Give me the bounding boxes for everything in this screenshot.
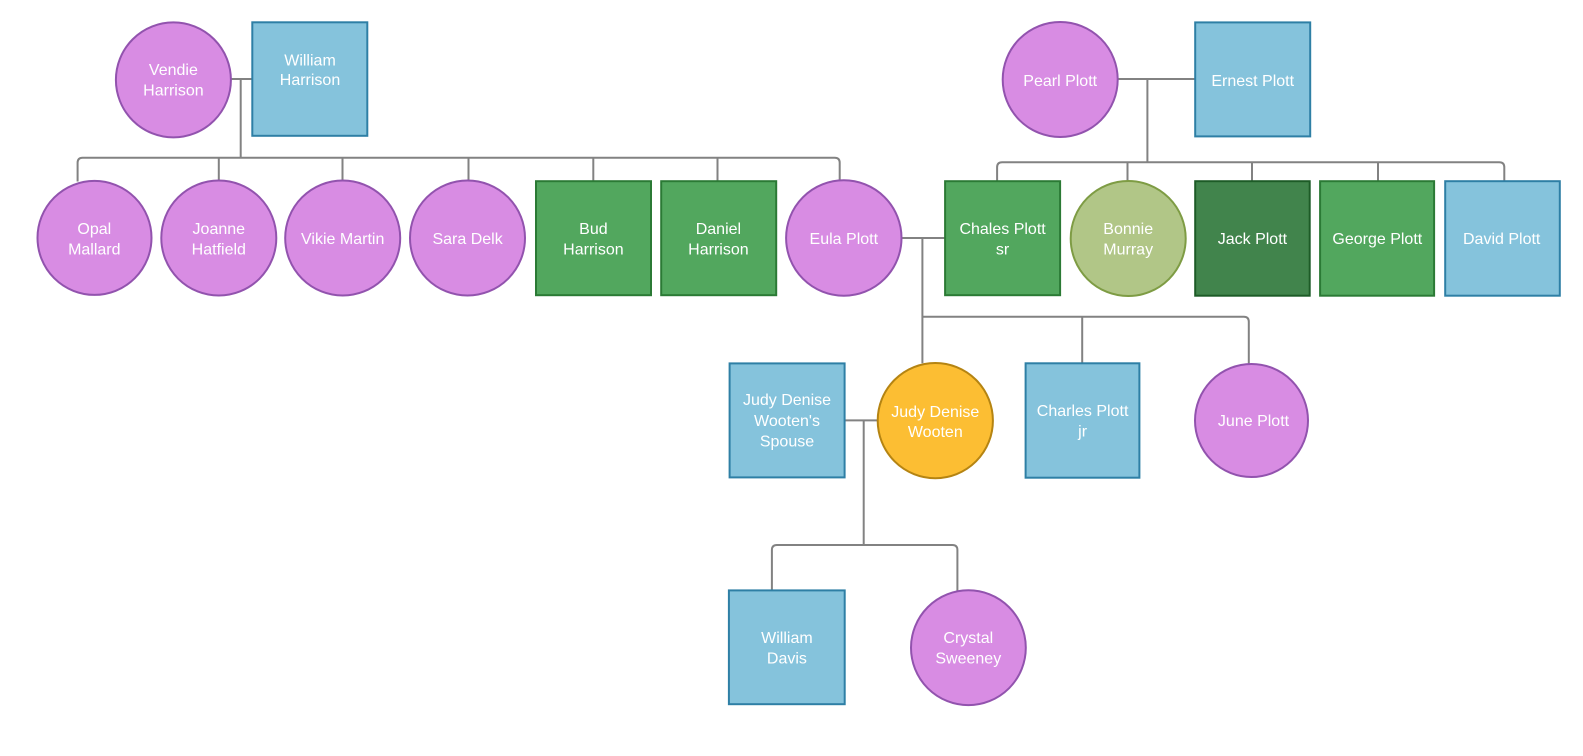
svg-text:David Plott: David Plott bbox=[1463, 231, 1541, 248]
svg-text:Sara Delk: Sara Delk bbox=[432, 231, 503, 248]
svg-text:George Plott: George Plott bbox=[1332, 231, 1422, 248]
svg-text:June Plott: June Plott bbox=[1218, 413, 1290, 430]
svg-text:Vikie Martin: Vikie Martin bbox=[301, 231, 384, 248]
svg-text:Murray: Murray bbox=[1103, 242, 1153, 259]
svg-text:jr: jr bbox=[1077, 424, 1088, 441]
svg-text:Davis: Davis bbox=[767, 650, 807, 667]
svg-text:Mallard: Mallard bbox=[68, 242, 120, 259]
svg-text:Bud: Bud bbox=[579, 221, 607, 238]
svg-text:Harrison: Harrison bbox=[280, 72, 340, 89]
svg-text:Wooten: Wooten bbox=[908, 424, 963, 441]
svg-text:Eula Plott: Eula Plott bbox=[810, 231, 879, 248]
svg-text:Judy Denise: Judy Denise bbox=[743, 392, 831, 409]
svg-text:Hatfield: Hatfield bbox=[192, 242, 246, 259]
svg-text:Joanne: Joanne bbox=[193, 221, 246, 238]
svg-text:Bonnie: Bonnie bbox=[1103, 221, 1153, 238]
svg-text:Crystal: Crystal bbox=[943, 630, 993, 647]
svg-text:Wooten's: Wooten's bbox=[754, 413, 820, 430]
svg-text:Jack Plott: Jack Plott bbox=[1218, 231, 1288, 248]
svg-text:Pearl Plott: Pearl Plott bbox=[1023, 73, 1097, 90]
svg-text:Judy Denise: Judy Denise bbox=[891, 404, 979, 421]
svg-text:William: William bbox=[761, 630, 813, 647]
svg-text:Spouse: Spouse bbox=[760, 433, 814, 450]
svg-text:Harrison: Harrison bbox=[688, 241, 748, 258]
svg-text:Opal: Opal bbox=[77, 221, 111, 238]
svg-text:Chales Plott: Chales Plott bbox=[959, 221, 1046, 238]
svg-text:Charles Plott: Charles Plott bbox=[1037, 403, 1129, 420]
svg-text:Harrison: Harrison bbox=[563, 241, 623, 258]
svg-text:sr: sr bbox=[996, 241, 1010, 258]
svg-text:Daniel: Daniel bbox=[696, 221, 741, 238]
svg-text:Harrison: Harrison bbox=[143, 82, 203, 99]
svg-text:Vendie: Vendie bbox=[149, 62, 198, 79]
svg-text:Sweeney: Sweeney bbox=[935, 650, 1001, 667]
svg-text:William: William bbox=[284, 53, 336, 70]
svg-text:Ernest Plott: Ernest Plott bbox=[1211, 73, 1294, 90]
